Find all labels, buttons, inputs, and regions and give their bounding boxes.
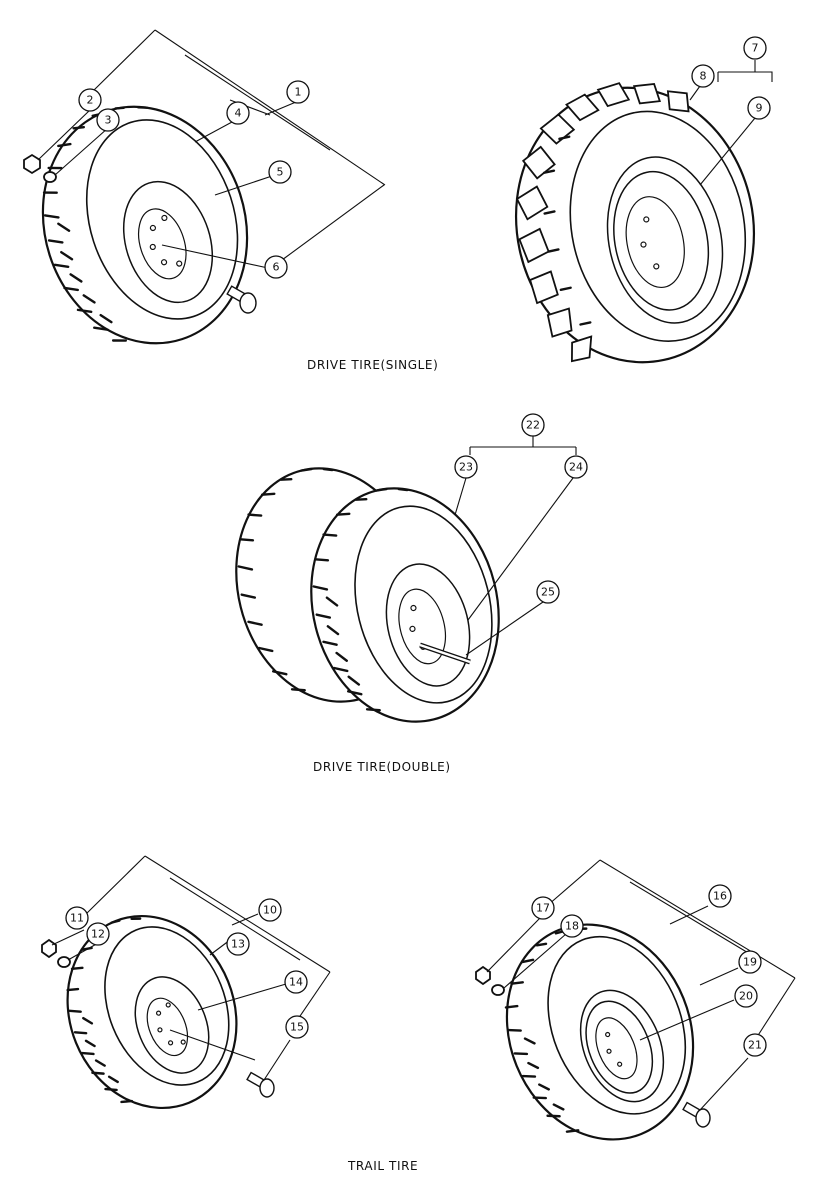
stud-25-icon [419,642,471,665]
callout-20-label: 20 [739,990,753,1003]
callout-25-label: 25 [541,586,555,599]
callout-4-label: 4 [235,107,242,120]
callout-23-label: 23 [459,461,473,474]
callout-9: 9 [747,96,771,120]
callout-23: 23 [454,455,478,479]
caption-drive-tire-double: DRIVE TIRE(DOUBLE) [313,760,451,774]
callout-2-label: 2 [87,94,94,107]
callout-3: 3 [96,108,120,132]
callout-9-label: 9 [756,102,763,115]
callout-13-label: 13 [231,938,245,951]
callout-13: 13 [226,932,250,956]
trail-tire-left-assembly [41,855,331,1110]
drive-tire-single-assembly [23,29,386,345]
caption-drive-tire-single: DRIVE TIRE(SINGLE) [307,358,438,372]
callout-21-label: 21 [748,1039,762,1052]
drive-tire-double-assembly [235,436,577,723]
solid-tire-rim [606,156,724,324]
leader-group-7 [717,71,773,82]
leader-group-10 [84,855,331,973]
callout-11-label: 11 [70,912,84,925]
washer-18-icon [491,984,505,996]
bolt-6-icon [226,285,257,314]
callout-11: 11 [65,906,89,930]
callout-7-label: 7 [752,42,759,55]
lug-nut-11-icon [41,938,57,959]
callout-14-label: 14 [289,976,303,989]
callout-19: 19 [738,950,762,974]
lug-nut-2-icon [23,153,41,175]
callout-16-label: 16 [713,890,727,903]
trail-tire-right-assembly [475,859,796,1141]
callout-5-label: 5 [277,166,284,179]
callout-10-label: 10 [263,904,277,917]
callout-12-label: 12 [91,928,105,941]
caption-trail-tire: TRAIL TIRE [347,1159,418,1173]
callout-7: 7 [743,36,767,60]
washer-12-icon [57,956,71,968]
washer-3-icon [43,171,57,183]
callout-16: 16 [708,884,732,908]
bolt-21-icon [682,1101,711,1128]
callout-24-label: 24 [569,461,583,474]
callout-1: 1 [286,80,310,104]
callout-22-label: 22 [526,419,540,432]
callout-1-label: 1 [295,86,302,99]
lug-nut-17-icon [475,965,491,986]
callout-21: 21 [743,1033,767,1057]
leader-group-1 [91,29,386,186]
callout-12: 12 [86,922,110,946]
callout-20: 20 [734,984,758,1008]
bolt-15-icon [246,1071,275,1098]
drive-tire-solid-assembly [514,60,773,364]
callout-19-label: 19 [743,956,757,969]
leader-group-22 [469,446,577,455]
trail-tire-left-rim [134,976,210,1074]
callout-15: 15 [285,1015,309,1039]
callout-6-label: 6 [273,261,280,274]
callout-3-label: 3 [105,114,112,127]
callout-18: 18 [560,914,584,938]
callout-14: 14 [284,970,308,994]
callout-6: 6 [264,255,288,279]
leader-group-16 [547,859,796,979]
callout-18-label: 18 [565,920,579,933]
callout-17: 17 [531,896,555,920]
callout-10: 10 [258,898,282,922]
callout-25: 25 [536,580,560,604]
drive-tire-single-rim [122,180,214,304]
callout-17-label: 17 [536,902,550,915]
callout-8-label: 8 [700,70,707,83]
callout-5: 5 [268,160,292,184]
callout-8: 8 [691,64,715,88]
callout-4: 4 [226,101,250,125]
callout-15-label: 15 [290,1021,304,1034]
callout-22: 22 [521,413,545,437]
callout-2: 2 [78,88,102,112]
callout-24: 24 [564,455,588,479]
trail-tire-right-rim [579,989,665,1103]
